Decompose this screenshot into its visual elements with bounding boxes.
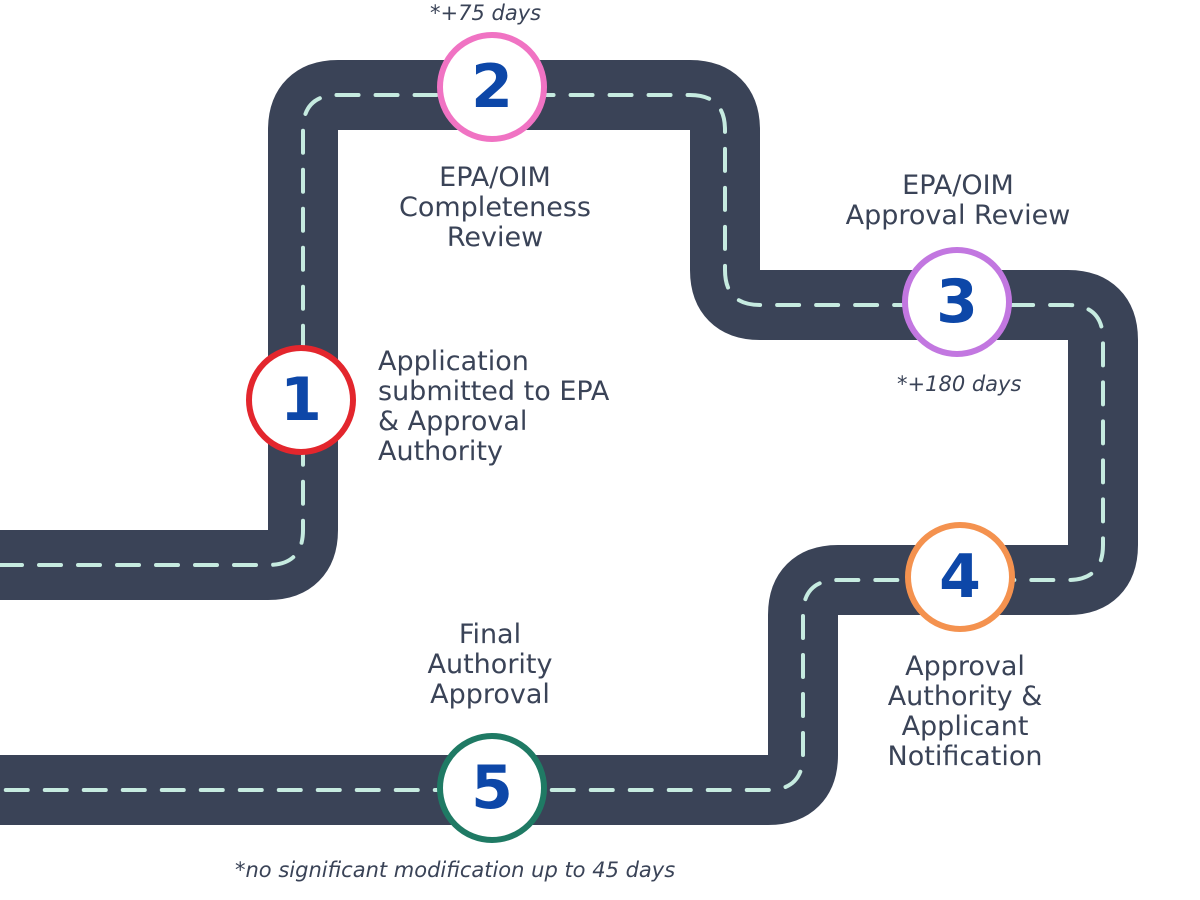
step-3-label: EPA/OIM Approval Review xyxy=(808,171,1108,231)
step-4-number: 4 xyxy=(939,542,981,612)
step-3-duration-note: *+180 days xyxy=(897,372,1022,396)
step-5-label-line: Final xyxy=(458,619,522,650)
step-1-number: 1 xyxy=(280,365,322,435)
step-1-label-line: & Approval xyxy=(378,406,528,437)
step-1-label-line: Authority xyxy=(378,436,503,467)
step-3-label-line: EPA/OIM xyxy=(902,170,1014,201)
step-5-marker: 5 xyxy=(437,733,547,843)
footnote: *no significant modification up to 45 da… xyxy=(235,858,676,882)
step-2-number: 2 xyxy=(471,52,513,122)
step-2-label-line: EPA/OIM xyxy=(439,162,551,193)
step-3-number: 3 xyxy=(936,267,978,337)
step-2-label: EPA/OIM Completeness Review xyxy=(345,163,645,253)
step-1-label: Application submitted to EPA & Approval … xyxy=(378,347,609,467)
step-1-label-line: submitted to EPA xyxy=(378,376,610,407)
step-1-label-line: Application xyxy=(378,346,529,377)
step-5-label-line: Approval xyxy=(430,679,550,710)
step-2-duration-note: *+75 days xyxy=(430,1,542,25)
step-4-label-line: Notification xyxy=(887,741,1043,772)
step-3-label-line: Approval Review xyxy=(845,200,1071,231)
step-1-marker: 1 xyxy=(246,345,356,455)
step-4-label-line: Approval xyxy=(905,651,1025,682)
step-4-marker: 4 xyxy=(905,522,1015,632)
step-5-number: 5 xyxy=(471,753,513,823)
step-2-marker: 2 xyxy=(437,32,547,142)
step-3-marker: 3 xyxy=(902,247,1012,357)
step-5-label: Final Authority Approval xyxy=(340,620,640,710)
step-2-label-line: Review xyxy=(446,222,544,253)
step-5-label-line: Authority xyxy=(427,649,553,680)
step-4-label: Approval Authority & Applicant Notificat… xyxy=(815,652,1115,772)
step-4-label-line: Authority & xyxy=(887,681,1043,712)
step-2-label-line: Completeness xyxy=(399,192,591,223)
step-4-label-line: Applicant xyxy=(901,711,1029,742)
